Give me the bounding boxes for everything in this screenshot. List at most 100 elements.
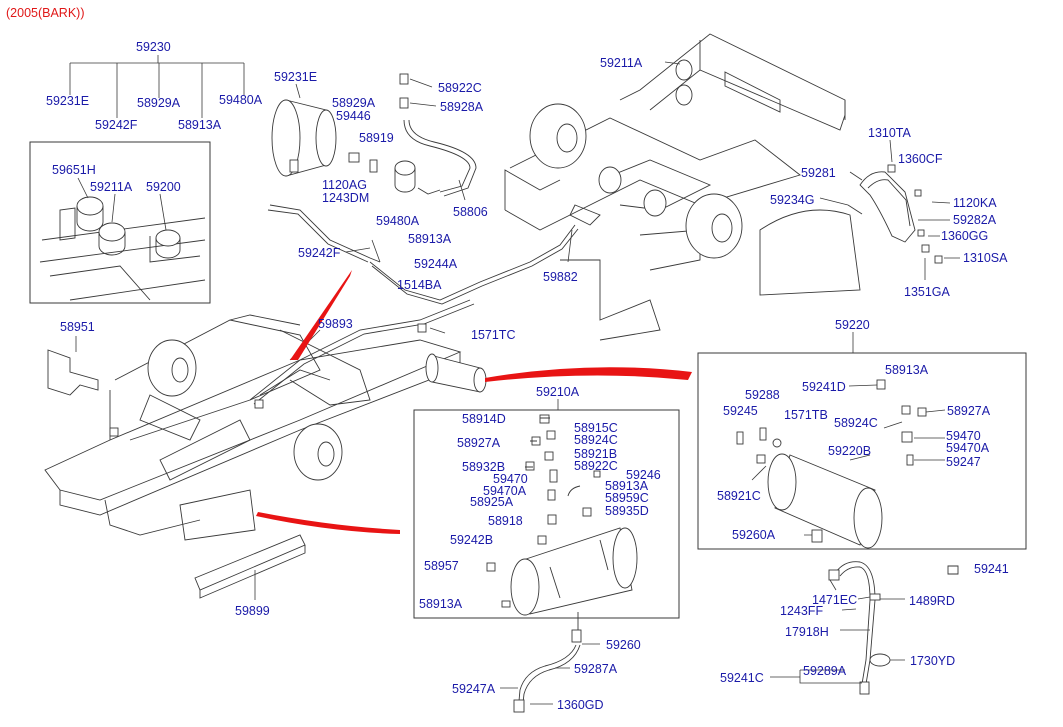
label-59246: 59246 <box>626 468 661 482</box>
label-1360GG: 1360GG <box>941 229 988 243</box>
label-1471EC: 1471EC <box>812 593 857 607</box>
label-59470A-b: 59470A <box>946 441 990 455</box>
label-1571TC: 1571TC <box>471 328 515 342</box>
label-1310TA: 1310TA <box>868 126 912 140</box>
label-59893: 59893 <box>318 317 353 331</box>
label-59287A: 59287A <box>574 662 618 676</box>
label-59260: 59260 <box>606 638 641 652</box>
label-59281: 59281 <box>801 166 836 180</box>
label-1351GA: 1351GA <box>904 285 951 299</box>
label-58806: 58806 <box>453 205 488 219</box>
label-58913A-b: 58913A <box>408 232 452 246</box>
label-59234G: 59234G <box>770 193 814 207</box>
label-59210A: 59210A <box>536 385 580 399</box>
label-59241-a: 59241 <box>974 562 1009 576</box>
callout-arrows <box>256 270 692 534</box>
label-1730YD: 1730YD <box>910 654 955 668</box>
label-59230: 59230 <box>136 40 171 54</box>
label-59470-b: 59470 <box>946 429 981 443</box>
clamp-59282A <box>819 139 960 280</box>
label-58927A-b: 58927A <box>947 404 991 418</box>
hose-59289A <box>770 561 959 695</box>
label-58925A: 58925A <box>470 495 514 509</box>
label-58929A-b: 58929A <box>332 96 376 110</box>
label-58929A-a: 58929A <box>137 96 181 110</box>
label-59245: 59245 <box>723 404 758 418</box>
rear-chassis <box>504 33 861 341</box>
label-58913A-c: 58913A <box>605 479 649 493</box>
label-1120AG: 1120AG <box>322 178 367 192</box>
label-59289A: 59289A <box>803 664 847 678</box>
label-59220B: 59220B <box>828 444 871 458</box>
label-1514BA: 1514BA <box>397 278 442 292</box>
brake-lines <box>249 224 579 405</box>
label-1243FF: 1243FF <box>780 604 823 618</box>
label-59241C: 59241C <box>720 671 764 685</box>
label-58913A-d: 58913A <box>419 597 463 611</box>
label-58951: 58951 <box>60 320 95 334</box>
label-58915C: 58915C <box>574 421 618 435</box>
label-59247: 59247 <box>946 455 981 469</box>
front-chassis <box>44 314 487 541</box>
label-58919: 58919 <box>359 131 394 145</box>
label-1310SA: 1310SA <box>963 251 1008 265</box>
label-58932B: 58932B <box>462 460 505 474</box>
label-59480A-b: 59480A <box>376 214 420 228</box>
group-59230 <box>69 55 245 118</box>
label-59242F-a: 59242F <box>95 118 138 132</box>
label-59470-a: 59470 <box>493 472 528 486</box>
label-1571TB: 1571TB <box>784 408 828 422</box>
label-58922C-b: 58922C <box>574 459 618 473</box>
label-59260A: 59260A <box>732 528 776 542</box>
label-59241D: 59241D <box>802 380 846 394</box>
label-59446: 59446 <box>336 109 371 123</box>
hose-59287A <box>500 643 600 713</box>
label-58921B: 58921B <box>574 447 617 461</box>
label-59282A: 59282A <box>953 213 997 227</box>
diagram-header: (2005(BARK)) <box>6 6 85 20</box>
label-58924C-a: 58924C <box>574 433 618 447</box>
label-1489RD: 1489RD <box>909 594 955 608</box>
callout-arrow-59220 <box>485 367 692 382</box>
label-59651H: 59651H <box>52 163 96 177</box>
label-59242B: 59242B <box>450 533 493 547</box>
label-58935D: 58935D <box>605 504 649 518</box>
label-59470A-a: 59470A <box>483 484 527 498</box>
label-1120KA: 1120KA <box>953 196 997 210</box>
label-58921C: 58921C <box>717 489 761 503</box>
label-59231E-a: 59231E <box>46 94 89 108</box>
label-1360GD: 1360GD <box>557 698 604 712</box>
label-59220: 59220 <box>835 318 870 332</box>
label-58924C-b: 58924C <box>834 416 878 430</box>
label-58922C-a: 58922C <box>438 81 482 95</box>
label-58913A-a: 58913A <box>178 118 222 132</box>
tank-59231E <box>267 83 381 263</box>
box-59210A <box>413 399 680 643</box>
label-58927A-a: 58927A <box>457 436 501 450</box>
inset-valve-box <box>29 141 211 304</box>
label-58959C: 58959C <box>605 491 649 505</box>
callout-arrow-59893 <box>290 270 352 360</box>
bracket-58951 <box>47 336 99 396</box>
label-59211A-a: 59211A <box>90 180 133 194</box>
callout-arrow-59210A <box>256 512 400 534</box>
label-59231E-b: 59231E <box>274 70 317 84</box>
fittings-58919-59480A <box>348 73 477 201</box>
box-59220 <box>697 332 1027 550</box>
label-59242F-b: 59242F <box>298 246 341 260</box>
label-59211A-b: 59211A <box>600 56 643 70</box>
label-59247A: 59247A <box>452 682 496 696</box>
label-58918: 58918 <box>488 514 523 528</box>
label-59899: 59899 <box>235 604 270 618</box>
label-58913A-e: 58913A <box>885 363 929 377</box>
label-59200: 59200 <box>146 180 181 194</box>
label-59480A-a: 59480A <box>219 93 263 107</box>
label-58957: 58957 <box>424 559 459 573</box>
plate-59899 <box>194 534 306 600</box>
label-1243DM: 1243DM <box>322 191 369 205</box>
label-58928A: 58928A <box>440 100 484 114</box>
label-59288: 59288 <box>745 388 780 402</box>
label-59882: 59882 <box>543 270 578 284</box>
label-1360CF: 1360CF <box>898 152 943 166</box>
